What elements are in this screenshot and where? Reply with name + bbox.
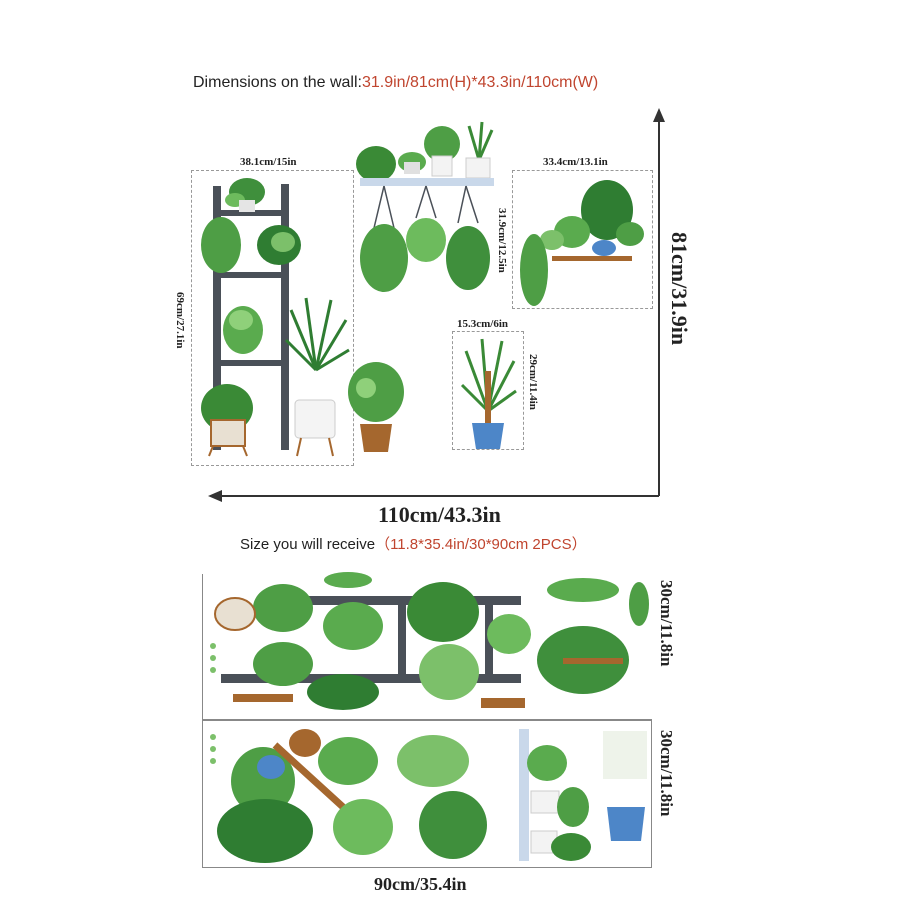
receive-heading: Size you will receive（11.8*35.4in/30*90c… [240, 533, 587, 554]
wall-shelf-outline [512, 170, 653, 309]
ladder-outline [191, 170, 354, 466]
total-height-label: 81cm/31.9in [667, 232, 692, 346]
total-width-label: 110cm/43.3in [378, 502, 501, 527]
sheet-1-illustration [210, 572, 649, 710]
sheet-1-height-label: 30cm/11.8in [657, 580, 676, 667]
wall-shelf-width-label: 33.4cm/13.1in [543, 156, 608, 168]
sheet-width-label: 90cm/35.4in [374, 874, 467, 894]
ladder-plant-illustration [201, 178, 350, 457]
sheet-2-illustration [210, 729, 647, 863]
hanging-shelf-illustration [356, 121, 494, 292]
receive-label: Size you will receive [240, 536, 376, 553]
potted-tree-illustration [460, 338, 517, 449]
sticker-sheet-2 [202, 720, 652, 868]
basket-plant-illustration [348, 362, 404, 452]
ladder-width-label: 38.1cm/15in [240, 156, 297, 168]
receive-value: （11.8*35.4in/30*90cm 2PCS） [375, 536, 587, 553]
wall-dimensions-value: 31.9in/81cm(H)*43.3in/110cm(W) [361, 74, 599, 91]
potted-tree-outline [452, 331, 524, 450]
sticker-sheet-1 [202, 572, 652, 720]
wall-dimensions-label: Dimensions on the wall: [193, 74, 362, 91]
wall-dimensions-heading: Dimensions on the wall:31.9in/81cm(H)*43… [193, 74, 598, 92]
sheet-2-height-label: 30cm/11.8in [657, 730, 676, 817]
potted-tree-width-label: 15.3cm/6in [457, 318, 509, 330]
hanging-shelf-height-label: 31.9cm/12.5in [496, 208, 508, 273]
wall-shelf-illustration [520, 180, 644, 306]
ladder-height-label: 69cm/27.1in [174, 292, 186, 349]
potted-tree-height-label: 29cm/11.4in [527, 354, 539, 410]
